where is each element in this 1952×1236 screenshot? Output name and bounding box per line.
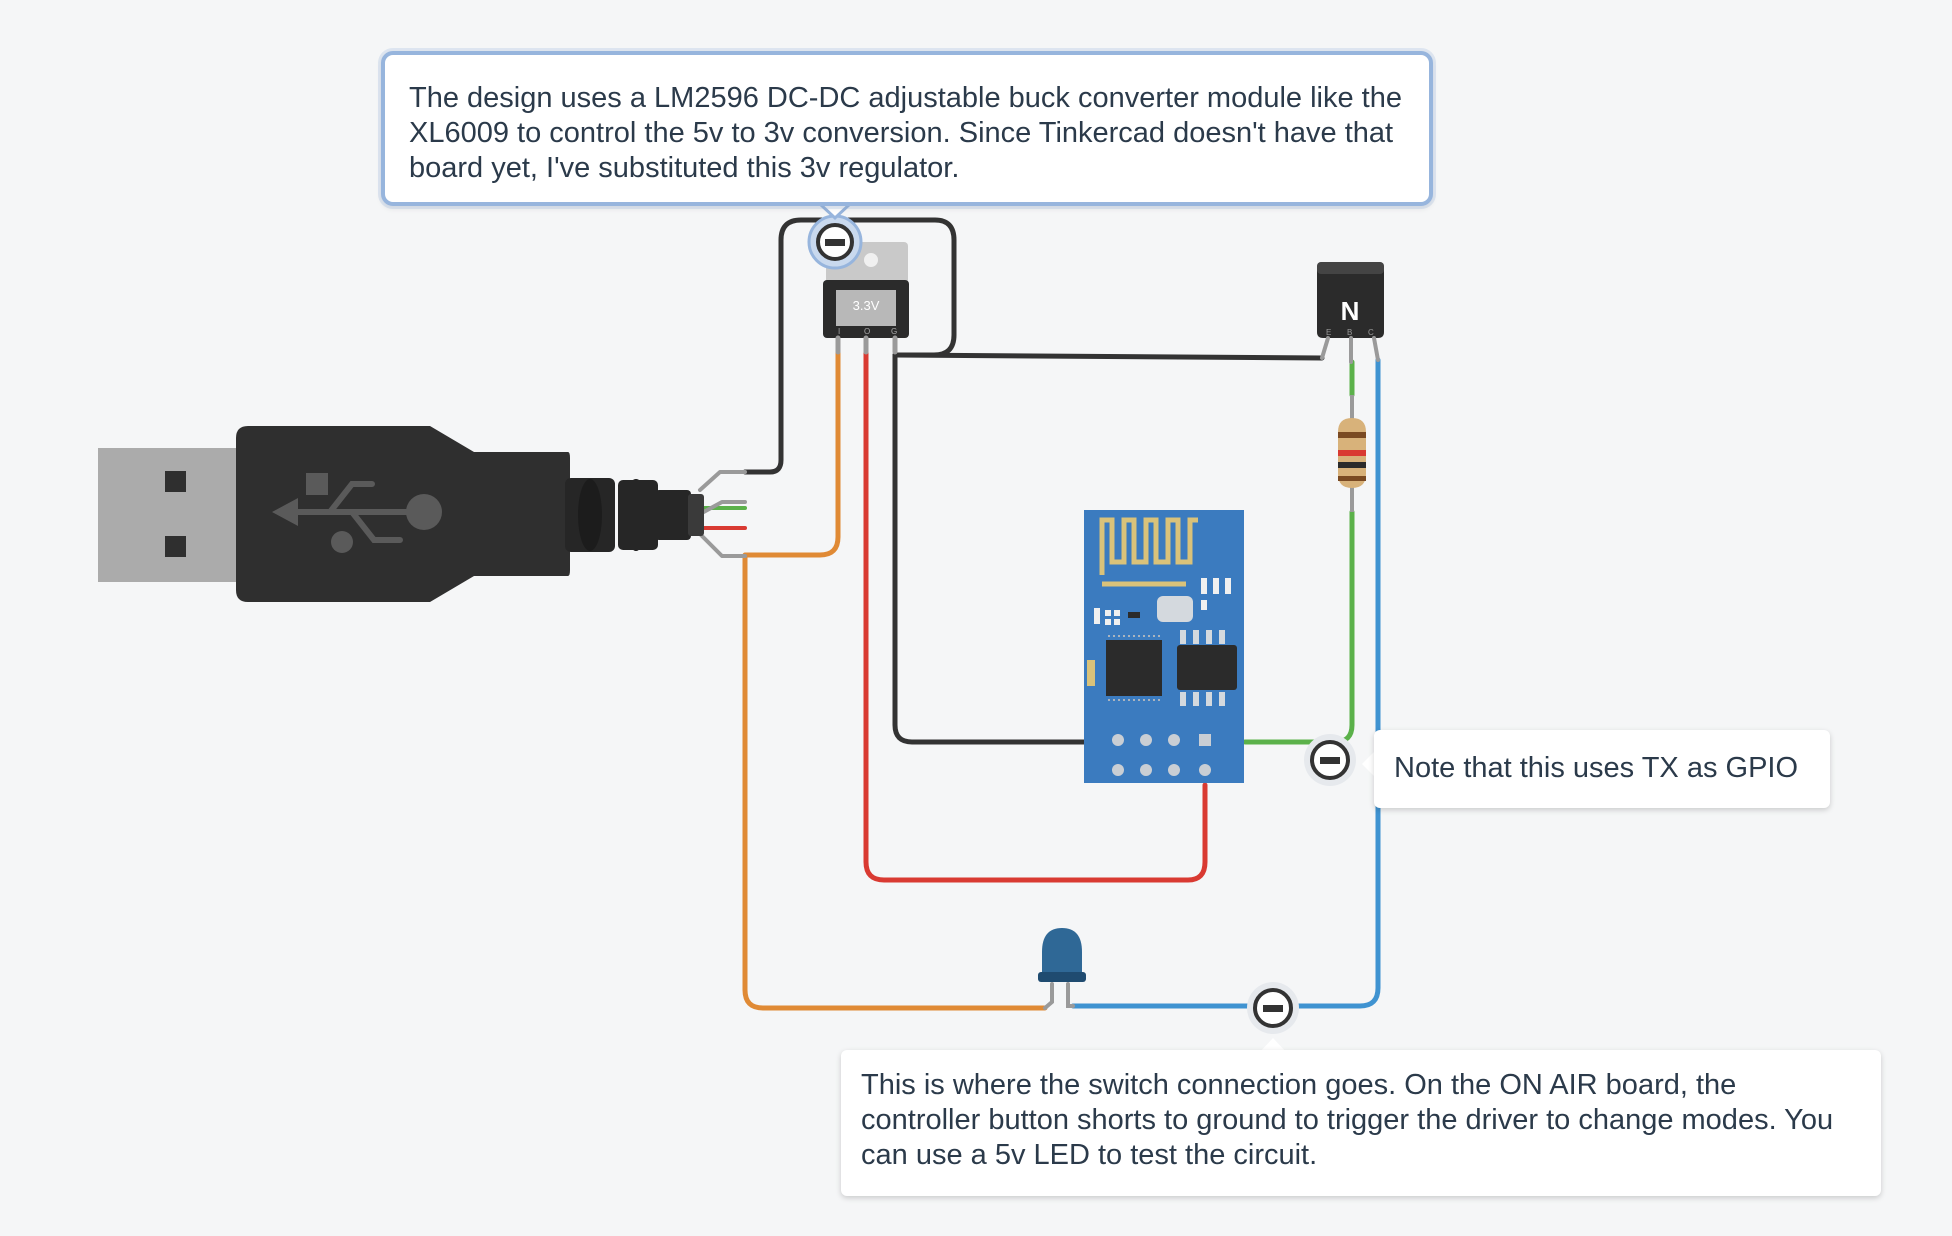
- wire-ground-esp[interactable]: [892, 352, 1088, 745]
- transistor-body: [1317, 262, 1384, 338]
- transistor-pin-c: C: [1368, 328, 1374, 337]
- led-legs: [1043, 982, 1075, 1010]
- note-switch-callout[interactable]: This is where the switch connection goes…: [841, 1050, 1881, 1196]
- led[interactable]: [1038, 928, 1086, 1010]
- esp-antenna-icon: [1099, 517, 1198, 575]
- esp-mcu-chip: [1106, 640, 1162, 696]
- regulator-label: 3.3V: [853, 298, 880, 313]
- esp-header-pins[interactable]: [1112, 734, 1211, 776]
- note-tx-callout[interactable]: Note that this uses TX as GPIO: [1374, 730, 1830, 808]
- transistor-label: N: [1341, 296, 1360, 326]
- transistor-top: [1317, 262, 1384, 274]
- minus-icon: [1263, 1005, 1283, 1012]
- note-regulator-pointer: [816, 202, 854, 221]
- usb-ring-1: [578, 479, 602, 551]
- minus-icon: [825, 239, 845, 246]
- transistor-legs: [1320, 336, 1380, 364]
- npn-transistor[interactable]: N E B C: [1317, 262, 1384, 364]
- usb-plug-metal: [98, 448, 242, 582]
- usb-lead-gray-3: [698, 532, 747, 558]
- esp-small-parts: [1094, 578, 1231, 625]
- regulator-pin-g: G: [891, 327, 897, 336]
- usb-lead-gray-2: [698, 500, 747, 516]
- wire-5v-led[interactable]: [742, 554, 1048, 1011]
- regulator-pin-o: O: [864, 327, 870, 336]
- esp-led: [1128, 612, 1140, 618]
- usb-plug-hole-1: [165, 471, 186, 492]
- note-tx-text: Note that this uses TX as GPIO: [1394, 752, 1799, 784]
- esp01-wifi-module[interactable]: [1084, 510, 1244, 783]
- note-pin-switch[interactable]: [1247, 982, 1299, 1034]
- regulator-pin-i: I: [838, 327, 840, 336]
- resistor-band-3: [1338, 462, 1366, 468]
- wire-3v3-esp[interactable]: [863, 349, 1208, 883]
- note-tx-pointer: [1362, 750, 1376, 778]
- esp-crystal: [1157, 596, 1193, 622]
- note-switch-pointer: [1260, 1038, 1286, 1052]
- note-pin-regulator[interactable]: [807, 214, 863, 270]
- note-regulator-callout[interactable]: The design uses a LM2596 DC-DC adjustabl…: [381, 51, 1433, 206]
- minus-icon: [1320, 757, 1340, 764]
- usb-logo-icon: [272, 473, 442, 553]
- esp-cap: [1087, 660, 1095, 686]
- note-switch-text: This is where the switch connection goes…: [861, 1069, 1834, 1171]
- regulator-tab-hole: [864, 253, 878, 267]
- wires: [698, 217, 1381, 1011]
- usb-strain-relief-2: [618, 480, 658, 550]
- usb-lead-gray-1: [698, 470, 747, 492]
- note-regulator-text: The design uses a LM2596 DC-DC adjustabl…: [409, 82, 1402, 184]
- wire-usb-ground[interactable]: [742, 217, 957, 475]
- usb-connector[interactable]: [98, 426, 704, 602]
- usb-cable-tip: [688, 494, 704, 536]
- esp-flash-chip: [1177, 645, 1237, 690]
- wire-tx-resistor[interactable]: [1242, 509, 1355, 745]
- wire-led-collector[interactable]: [1070, 357, 1381, 1009]
- usb-cable-end: [655, 490, 691, 540]
- resistor-band-1: [1338, 432, 1366, 438]
- note-pin-tx[interactable]: [1304, 734, 1356, 786]
- resistor[interactable]: [1338, 395, 1366, 512]
- esp-flash-pins: [1180, 630, 1225, 706]
- led-dome: [1042, 928, 1082, 978]
- resistor-band-2: [1338, 450, 1366, 456]
- regulator-legs: [835, 335, 898, 355]
- resistor-band-4: [1338, 476, 1366, 481]
- transistor-pin-b: B: [1347, 328, 1352, 337]
- usb-plug-hole-2: [165, 536, 186, 557]
- esp-mcu-pins: [1108, 635, 1160, 701]
- led-rim: [1038, 972, 1086, 982]
- wire-ground-transistor[interactable]: [892, 352, 1325, 361]
- regulator-face: [836, 290, 896, 326]
- voltage-regulator[interactable]: 3.3V I O G: [823, 242, 909, 355]
- transistor-pin-e: E: [1326, 328, 1331, 337]
- wire-5v-regulator[interactable]: [742, 349, 841, 558]
